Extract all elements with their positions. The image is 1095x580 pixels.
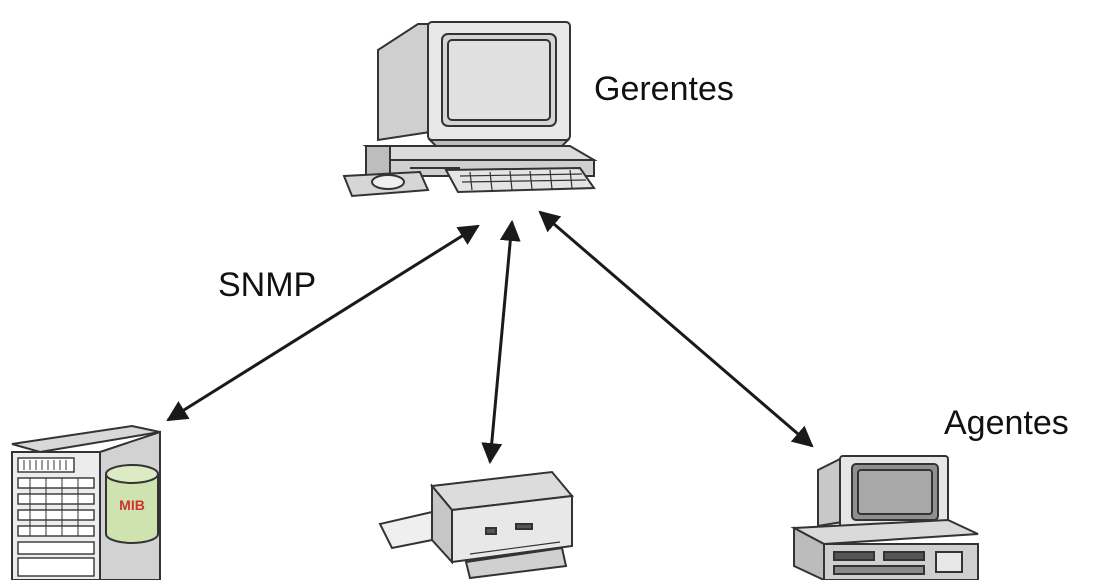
agents-label: Agentes xyxy=(944,404,1069,442)
manager-computer-icon xyxy=(342,21,598,198)
server-rack-icon xyxy=(11,424,161,580)
printer-icon xyxy=(378,470,574,580)
link-manager-workstation xyxy=(538,210,814,448)
workstation-computer-icon xyxy=(790,455,979,580)
link-manager-server xyxy=(166,224,480,422)
connection-links xyxy=(166,210,814,465)
manager-label: Gerentes xyxy=(594,70,734,108)
mib-database-icon xyxy=(105,464,159,544)
link-manager-printer xyxy=(481,219,521,465)
mib-label: MIB xyxy=(119,497,145,513)
protocol-label: SNMP xyxy=(218,266,317,304)
